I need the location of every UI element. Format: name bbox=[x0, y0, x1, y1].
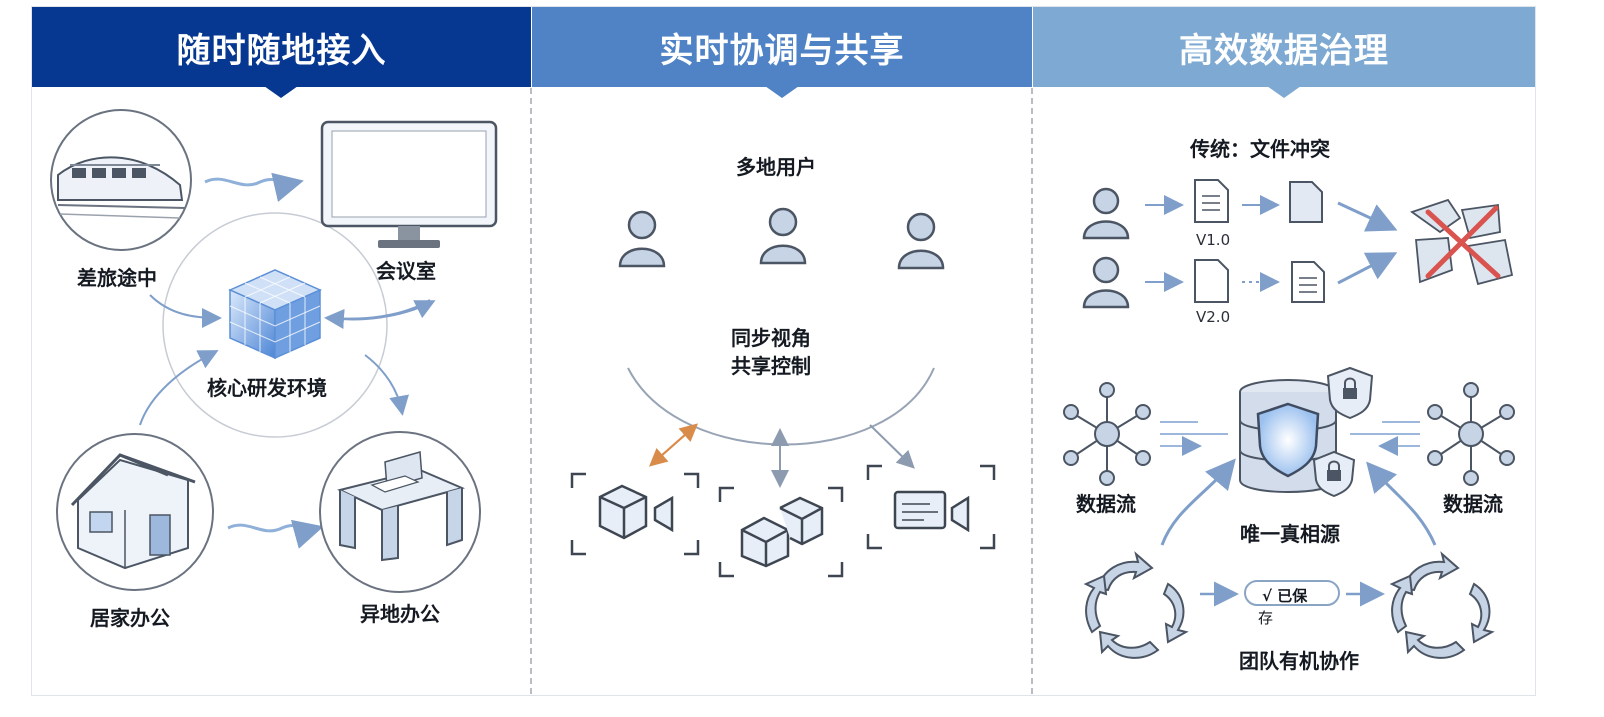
node-remote-office-label: 异地办公 bbox=[360, 602, 440, 626]
arrow-team-to-source-left bbox=[1160, 458, 1236, 546]
divider-2 bbox=[1031, 88, 1033, 694]
network-icon bbox=[1063, 382, 1151, 486]
user-icon bbox=[1082, 187, 1130, 240]
cycle-icon bbox=[1389, 551, 1495, 659]
data-flow-left-label: 数据流 bbox=[1076, 492, 1136, 516]
center-ring bbox=[162, 212, 388, 438]
panel-1-title: 随时随地接入 bbox=[176, 30, 387, 71]
saved-status-line-2: 存 bbox=[1258, 609, 1274, 627]
saved-status-badge bbox=[1244, 580, 1340, 606]
monitor-icon bbox=[320, 120, 498, 248]
panel-2-title: 实时协调与共享 bbox=[659, 30, 905, 71]
version-1-label: V1.0 bbox=[1196, 231, 1231, 249]
sync-view-label: 同步视角 bbox=[731, 326, 811, 350]
version-2-label: V2.0 bbox=[1196, 308, 1231, 326]
right-sync-arrow bbox=[869, 424, 915, 469]
arrow-team-to-source-right bbox=[1366, 461, 1437, 546]
arrow-train-to-center bbox=[149, 294, 222, 328]
panel-3-header: 高效数据治理 bbox=[1033, 7, 1535, 87]
document-icon bbox=[1291, 261, 1325, 303]
user-icon bbox=[618, 210, 666, 268]
node-travel-label: 差旅途中 bbox=[77, 266, 157, 290]
panel-2-header: 实时协调与共享 bbox=[532, 7, 1032, 87]
lock-icon bbox=[1312, 450, 1356, 498]
single-source-label: 唯一真相源 bbox=[1240, 522, 1340, 546]
panel-3-title: 高效数据治理 bbox=[1179, 30, 1389, 71]
house-icon bbox=[56, 433, 214, 591]
wave-arrow-top bbox=[204, 172, 304, 202]
divider-1 bbox=[530, 88, 532, 694]
user-icon bbox=[759, 207, 807, 265]
desk-icon bbox=[319, 431, 481, 593]
arrow-center-to-desk bbox=[364, 354, 409, 416]
panel-1-header: 随时随地接入 bbox=[32, 7, 531, 87]
arrow-house-to-center bbox=[139, 350, 219, 426]
remote-users-label: 多地用户 bbox=[736, 155, 816, 179]
lock-icon bbox=[1326, 366, 1374, 420]
core-environment-label: 核心研发环境 bbox=[207, 376, 327, 400]
database-shield-icon bbox=[1239, 379, 1337, 493]
document-icon bbox=[1289, 181, 1323, 223]
cycle-icon bbox=[1083, 551, 1189, 659]
panel-3-notch bbox=[1267, 86, 1301, 98]
saved-status-line-1: √ 已保 bbox=[1262, 587, 1308, 605]
panel-2-notch bbox=[765, 86, 799, 98]
data-stream-left bbox=[1160, 421, 1228, 446]
camera-icon bbox=[718, 486, 844, 578]
document-icon bbox=[1194, 259, 1229, 303]
user-icon bbox=[897, 212, 945, 270]
data-stream-right bbox=[1350, 421, 1420, 446]
node-meeting-room-label: 会议室 bbox=[376, 259, 436, 283]
train-icon bbox=[50, 109, 192, 251]
file-conflict-title: 传统：文件冲突 bbox=[1190, 137, 1330, 161]
wave-arrow-bottom bbox=[227, 519, 324, 549]
data-flow-right-label: 数据流 bbox=[1443, 492, 1503, 516]
arrow-center-to-monitor bbox=[329, 300, 436, 321]
node-home-office-label: 居家办公 bbox=[90, 606, 170, 630]
camera-icon bbox=[570, 472, 700, 556]
team-collaboration-label: 团队有机协作 bbox=[1239, 649, 1359, 673]
shared-control-label: 共享控制 bbox=[731, 354, 811, 378]
user-icon bbox=[1082, 256, 1130, 309]
camera-icon bbox=[866, 464, 996, 550]
broken-file-icon bbox=[1410, 198, 1514, 286]
network-icon bbox=[1427, 382, 1515, 486]
cube-icon bbox=[228, 269, 322, 360]
document-icon bbox=[1194, 179, 1229, 223]
panel-1-notch bbox=[264, 86, 298, 98]
